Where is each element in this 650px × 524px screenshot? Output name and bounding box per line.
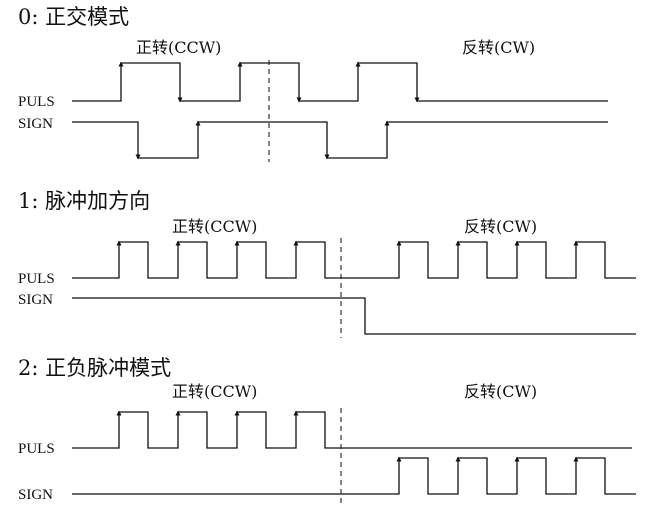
puls-waveform-quadrature	[72, 62, 608, 102]
cw-label-pulse-direction: 反转(CW)	[464, 217, 537, 236]
section-quadrature: 0: 正交模式 正转(CCW) 反转(CW) PULS SIGN	[18, 5, 608, 162]
sign-label-quadrature: SIGN	[18, 116, 53, 132]
edge-arrows-dual-pulse	[116, 410, 579, 462]
puls-label-quadrature: PULS	[18, 94, 55, 110]
sign-label-pulse-direction: SIGN	[18, 292, 53, 308]
puls-waveform-dual-pulse	[72, 411, 632, 449]
ccw-label-quadrature: 正转(CCW)	[136, 38, 221, 57]
cw-label-quadrature: 反转(CW)	[462, 38, 535, 57]
puls-label-dual-pulse: PULS	[18, 441, 55, 457]
sign-waveform-dual-pulse	[72, 457, 636, 495]
sign-waveform-quadrature	[72, 121, 608, 159]
ccw-label-dual-pulse: 正转(CCW)	[172, 382, 257, 401]
edge-arrows-pulse-direction	[116, 240, 579, 246]
section-dual-pulse: 2: 正负脉冲模式 正转(CCW) 反转(CW) PULS SIGN	[18, 356, 636, 506]
puls-waveform-pulse-direction	[72, 241, 636, 279]
sign-label-dual-pulse: SIGN	[18, 487, 53, 503]
section-title-pulse-direction: 1: 脉冲加方向	[18, 189, 150, 213]
cw-label-dual-pulse: 反转(CW)	[464, 382, 537, 401]
puls-label-pulse-direction: PULS	[18, 271, 55, 287]
section-title-dual-pulse: 2: 正负脉冲模式	[18, 356, 171, 380]
sign-waveform-pulse-direction	[72, 297, 636, 335]
section-pulse-direction: 1: 脉冲加方向 正转(CCW) 反转(CW) PULS SIGN	[18, 189, 636, 338]
section-title-quadrature: 0: 正交模式	[18, 5, 129, 29]
ccw-label-pulse-direction: 正转(CCW)	[172, 217, 257, 236]
